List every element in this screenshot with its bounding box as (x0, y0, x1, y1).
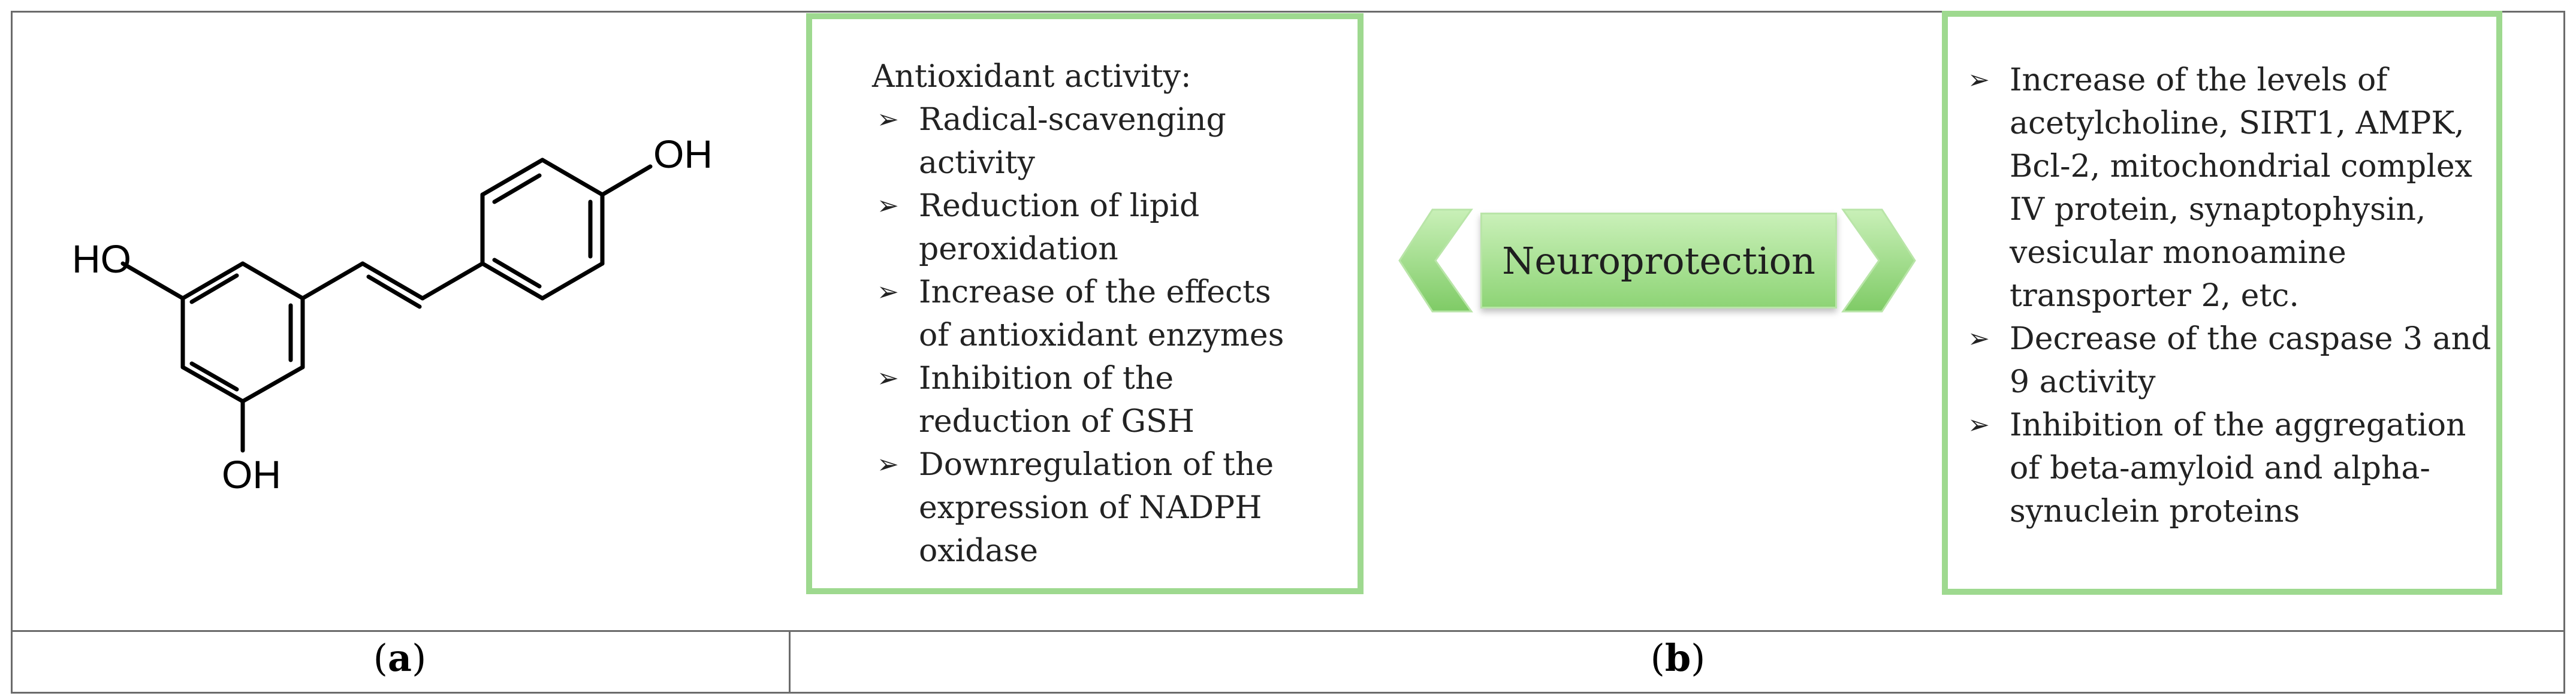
list-item-line: Increase of the levels of (2010, 62, 2388, 98)
effects-box: ➢ Increase of the levels of acetylcholine,… (1942, 11, 2502, 595)
list-item-line: Inhibition of the aggregation (2010, 407, 2466, 443)
list-item-line: Inhibition of the (919, 361, 1174, 397)
list-item-line: Decrease of the caspase 3 and (2010, 321, 2491, 357)
arrow-bullet-icon: ➢ (877, 104, 899, 135)
arrow-bullet-icon: ➢ (1968, 323, 1990, 354)
arrow-bullet-icon: ➢ (1968, 65, 1990, 95)
caption-divider (11, 630, 2565, 632)
list-item-line: reduction of GSH (919, 404, 1195, 440)
hydroxyl-label-bottom: OH (222, 452, 281, 497)
arrow-bullet-icon: ➢ (877, 190, 899, 221)
list-item: ➢ Radical-scavenging activity (872, 98, 1352, 184)
chevron-left-icon (1398, 208, 1473, 313)
effects-list: ➢ Increase of the levels of acetylcholine,… (1963, 59, 2496, 533)
arrow-bullet-icon: ➢ (1968, 410, 1990, 440)
caption-b: (b) (1650, 636, 1706, 680)
neuroprotection-label: Neuroprotection (1480, 213, 1837, 308)
chevron-right-icon (1841, 208, 1916, 313)
list-item-line: expression of NADPH (919, 490, 1262, 526)
list-item-line: of antioxidant enzymes (919, 317, 1284, 353)
list-item-line: peroxidation (919, 231, 1118, 267)
list-item-line: synuclein proteins (2010, 494, 2300, 529)
antioxidant-box: Antioxidant activity: ➢ Radical-scavengin… (806, 13, 1364, 594)
list-item-line: Reduction of lipid (919, 188, 1200, 224)
list-item: ➢ Reduction of lipid peroxidation (872, 184, 1352, 271)
list-item-line: Increase of the effects (919, 274, 1271, 310)
list-item: ➢ Inhibition of the aggregation of beta-am… (1963, 404, 2496, 533)
list-item-line: oxidase (919, 533, 1039, 569)
list-item: ➢ Increase of the effects of antioxidant e… (872, 271, 1352, 357)
list-item-line: 9 activity (2010, 364, 2156, 400)
list-item: ➢ Downregulation of the expression of NADP… (872, 443, 1352, 573)
list-item: ➢ Increase of the levels of acetylcholine,… (1963, 59, 2496, 317)
caption-column-divider (789, 630, 791, 694)
arrow-bullet-icon: ➢ (877, 277, 899, 307)
list-item-line: Downregulation of the (919, 447, 1274, 483)
hydroxyl-label-top: OH (653, 132, 713, 176)
hydroxyl-label-left: HO (72, 237, 131, 281)
list-item-line: vesicular monoamine (2010, 235, 2346, 271)
list-item-line: IV protein, synaptophysin, (2010, 192, 2426, 228)
arrow-bullet-icon: ➢ (877, 363, 899, 394)
list-item: ➢ Inhibition of the reduction of GSH (872, 357, 1352, 443)
molecule-bonds (120, 158, 653, 453)
antioxidant-title: Antioxidant activity: (872, 59, 1192, 95)
arrow-bullet-icon: ➢ (877, 449, 899, 480)
list-item-line: acetylcholine, SIRT1, AMPK, (2010, 105, 2465, 141)
caption-a: (a) (373, 636, 427, 680)
list-item-line: Radical-scavenging (919, 102, 1226, 138)
figure-frame (11, 11, 2565, 694)
list-item-line: activity (919, 145, 1035, 181)
list-item-line: of beta-amyloid and alpha- (2010, 450, 2430, 486)
resveratrol-structure: OH HO OH (72, 132, 713, 497)
antioxidant-list: Antioxidant activity: ➢ Radical-scavengin… (872, 55, 1352, 573)
list-item-line: transporter 2, etc. (2010, 278, 2299, 314)
list-item-line: Bcl-2, mitochondrial complex (2010, 149, 2472, 184)
list-item: ➢ Decrease of the caspase 3 and 9 activity (1963, 317, 2496, 404)
